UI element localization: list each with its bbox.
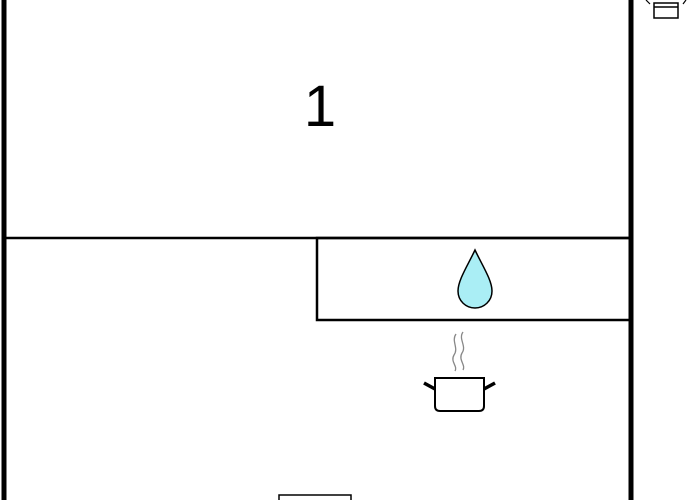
bottom-fixture bbox=[278, 494, 352, 500]
cooking-pot-icon bbox=[423, 331, 496, 412]
window-icon bbox=[645, 0, 687, 19]
kitchen-counter bbox=[315, 236, 633, 322]
room-label: 1 bbox=[304, 74, 336, 139]
water-drop-icon bbox=[457, 248, 493, 309]
